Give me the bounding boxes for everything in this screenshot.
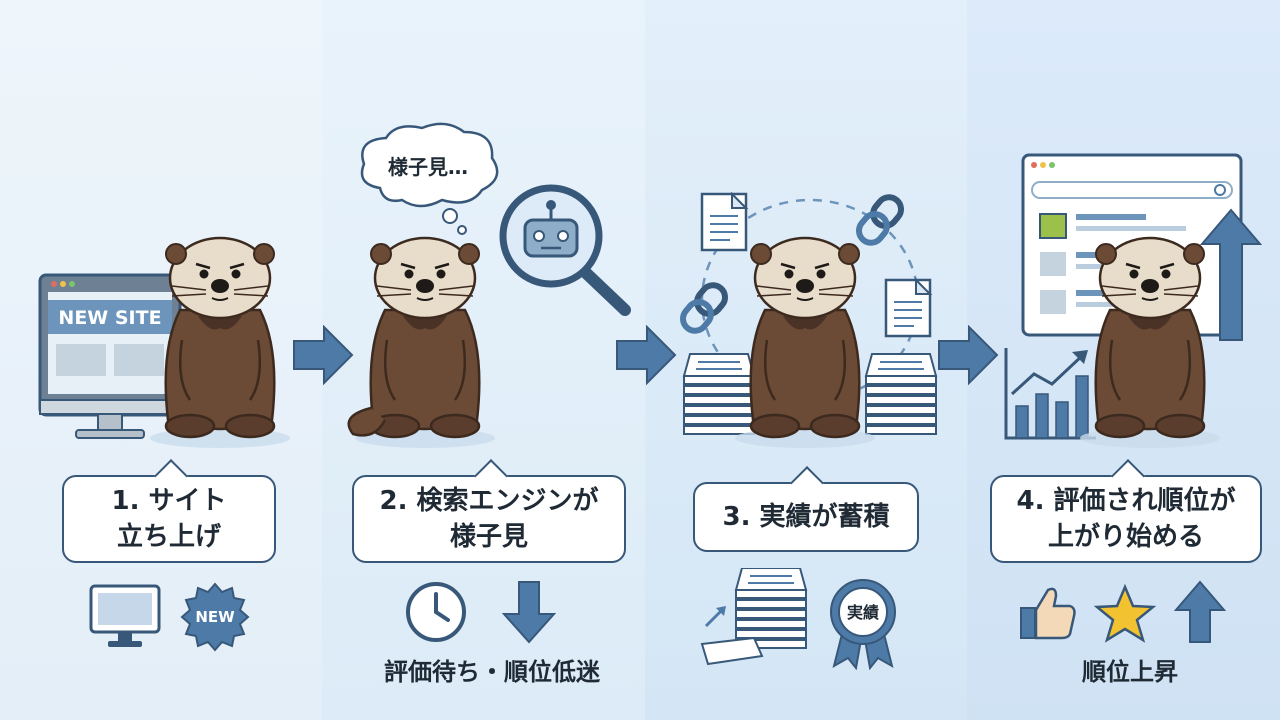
award-label: 実績 bbox=[847, 603, 879, 622]
sublabel-step-2: 評価待ち・順位低迷 bbox=[384, 658, 600, 686]
accumulation-cluster bbox=[670, 180, 937, 435]
thought-bubble: 様子見… bbox=[360, 122, 499, 235]
robot-magnifier-icon bbox=[499, 184, 631, 316]
caption-step-1: 1. サイト 立ち上げ bbox=[62, 459, 276, 563]
otter-step-2 bbox=[347, 236, 497, 450]
new-badge-icon: NEW bbox=[180, 582, 250, 652]
paper-stack-icon bbox=[700, 568, 807, 666]
star-icon bbox=[1094, 584, 1156, 643]
otter-step-3 bbox=[733, 236, 877, 450]
thumbs-up-icon bbox=[1020, 587, 1076, 640]
flow-arrow-2 bbox=[616, 326, 676, 384]
caption-step-4-line-2: 上がり始める bbox=[1047, 522, 1204, 552]
otter-step-4 bbox=[1078, 236, 1222, 450]
up-arrow-icon bbox=[1174, 580, 1226, 643]
sublabel-step-4: 順位上昇 bbox=[1082, 658, 1178, 686]
otter-step-1 bbox=[148, 236, 292, 450]
thought-text: 様子見… bbox=[388, 155, 468, 179]
flow-arrow-3 bbox=[938, 326, 998, 384]
monitor-label: NEW SITE bbox=[58, 307, 161, 329]
caption-step-3-line-1: 3. 実績が蓄積 bbox=[722, 502, 890, 532]
up-arrow-icon bbox=[1199, 208, 1263, 341]
caption-step-3: 3. 実績が蓄積 bbox=[693, 466, 919, 552]
bar-chart-icon bbox=[1004, 348, 1096, 440]
caption-step-2: 2. 検索エンジンが 様子見 bbox=[352, 459, 626, 563]
document-icon bbox=[884, 278, 932, 338]
new-badge-label: NEW bbox=[195, 608, 235, 626]
link-icon bbox=[678, 280, 730, 335]
clock-icon bbox=[406, 582, 466, 642]
down-arrow-icon bbox=[502, 581, 556, 644]
caption-step-1-line-2: 立ち上げ bbox=[116, 522, 221, 552]
monitor-icon bbox=[89, 584, 161, 647]
caption-step-4: 4. 評価され順位が 上がり始める bbox=[990, 459, 1262, 563]
award-ribbon-icon: 実績 bbox=[830, 579, 896, 670]
caption-step-2-line-2: 様子見 bbox=[449, 522, 528, 552]
monitor-icon: NEW SITE bbox=[38, 273, 182, 439]
